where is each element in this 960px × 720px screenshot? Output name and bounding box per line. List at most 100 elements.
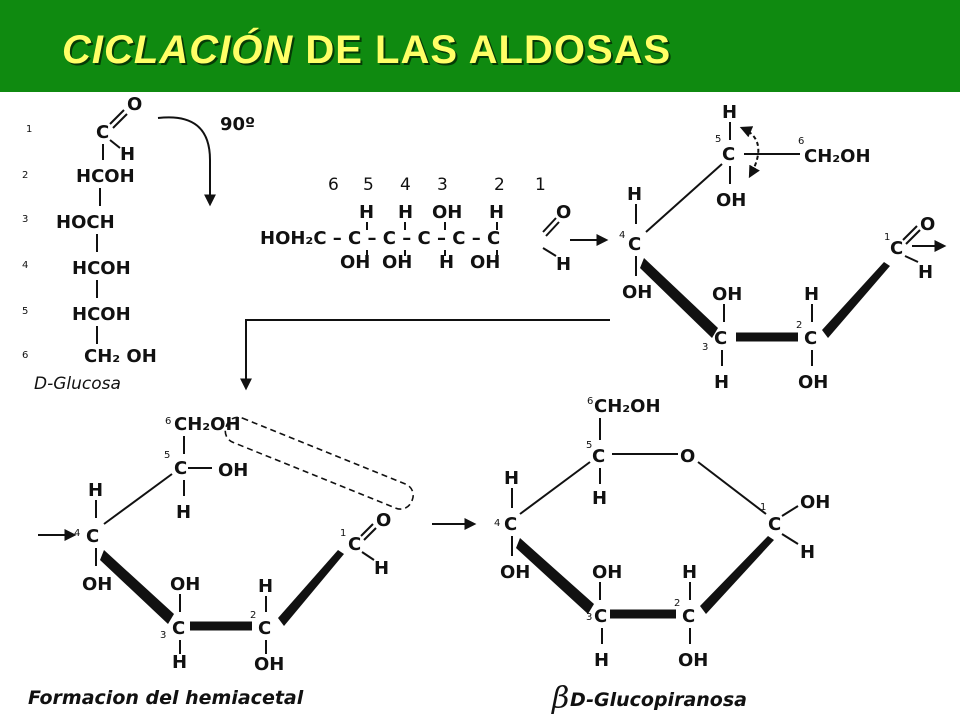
pyr-c4-h: H (504, 468, 519, 489)
chain-c3-bottom: H (439, 252, 454, 273)
fischer-c1-oxygen: O (127, 94, 142, 115)
fischer-c2-group: HCOH (76, 166, 135, 187)
hemi-c2-carbon: C (258, 618, 271, 639)
fischer-projection: 1 2 3 4 5 6 C O H HCOH HOCH HCOH HCOH CH… (22, 94, 255, 394)
pyr-c3-carbon: C (594, 606, 607, 627)
pyr-c5-h: H (592, 488, 607, 509)
fischer-c1-carbon: C (96, 122, 109, 143)
chain-c4-top: H (398, 202, 413, 223)
svg-text:3: 3 (586, 612, 592, 623)
chain-backbone: HOH₂C – C – C – C – C – C (260, 228, 500, 249)
fischer-number-3: 3 (22, 214, 28, 225)
fischer-c6-group: CH₂ OH (84, 346, 157, 367)
svg-text:6: 6 (798, 136, 804, 147)
open-c2-h: H (804, 284, 819, 305)
cyclization-diagram: 1 2 3 4 5 6 C O H HCOH HOCH HCOH HCOH CH… (22, 94, 947, 716)
fischer-c1-hydrogen: H (120, 144, 135, 165)
chain-c2-bottom: OH (470, 252, 500, 273)
hemi-c5-h: H (176, 502, 191, 523)
hemi-c2-h: H (258, 576, 273, 597)
chain-c1-bottom: H (556, 254, 571, 275)
pyr-c6-group: CH₂OH (594, 396, 661, 417)
pyranose-caption: D-Glucopiranosa (570, 689, 747, 711)
chain-c3-top: OH (432, 202, 462, 223)
svg-text:5: 5 (715, 134, 721, 145)
svg-text:3: 3 (160, 630, 166, 641)
svg-text:3: 3 (702, 342, 708, 353)
chain-number-1: 1 (535, 175, 546, 195)
chain-number-6: 6 (328, 175, 339, 195)
svg-text:5: 5 (586, 440, 592, 451)
pyr-c3-h: H (594, 650, 609, 671)
reaction-dashed-outline (224, 416, 415, 510)
pyranose-caption-beta: β (551, 681, 569, 716)
connector-arrow (240, 319, 610, 391)
hemi-c5-oh: OH (218, 460, 248, 481)
hemi-c3-oh: OH (170, 574, 200, 595)
open-c4-carbon: C (628, 234, 641, 255)
svg-text:4: 4 (74, 528, 80, 539)
hemiacetal-structure: 6 CH₂OH 5 C OH H H 4 C OH OH 3 C H H 2 C… (28, 414, 415, 709)
open-ring: H 5 C OH 6 CH₂OH H 4 C OH OH 3 C H H 2 C… (619, 102, 947, 393)
hemi-c6-group: CH₂OH (174, 414, 241, 435)
chain-c2-top: H (489, 202, 504, 223)
chain-number-3: 3 (437, 175, 448, 195)
hemi-c1-oxygen: O (376, 510, 391, 531)
open-c4-h: H (627, 184, 642, 205)
chain-number-2: 2 (494, 175, 505, 195)
fischer-c3-group: HOCH (56, 212, 115, 233)
open-c4-oh: OH (622, 282, 652, 303)
chain-c5-bottom: OH (340, 252, 370, 273)
hemiacetal-caption: Formacion del hemiacetal (28, 687, 304, 709)
svg-text:1: 1 (760, 502, 766, 513)
pyr-ring-oxygen: O (680, 446, 695, 467)
svg-text:6: 6 (165, 416, 171, 427)
pyr-wedge-c4-c3 (516, 538, 594, 614)
pyr-c2-carbon: C (682, 606, 695, 627)
pyr-c2-oh: OH (678, 650, 708, 671)
pyr-c4-carbon: C (504, 514, 517, 535)
hemi-c1-h: H (374, 558, 389, 579)
fischer-number-6: 6 (22, 350, 28, 361)
svg-text:6: 6 (587, 396, 593, 407)
pyr-c4-oh: OH (500, 562, 530, 583)
svg-text:4: 4 (494, 518, 500, 529)
chain-c5-top: H (359, 202, 374, 223)
open-c2-carbon: C (804, 328, 817, 349)
fischer-caption: D-Glucosa (34, 374, 121, 394)
hemi-c3-carbon: C (172, 618, 185, 639)
pyr-c3-oh: OH (592, 562, 622, 583)
fischer-number-1: 1 (26, 124, 32, 135)
rotation-label: 90º (220, 114, 255, 135)
svg-text:5: 5 (164, 450, 170, 461)
hemi-wedge-c4-c3 (100, 550, 174, 624)
slide-title: CICLACIÓN DE LAS ALDOSAS (62, 28, 671, 73)
pyr-c1-carbon: C (768, 514, 781, 535)
title-italic-part: CICLACIÓN (62, 28, 294, 72)
open-c2-oh: OH (798, 372, 828, 393)
open-c3-h: H (714, 372, 729, 393)
open-c5-carbon: C (722, 144, 735, 165)
hemi-c4-h: H (88, 480, 103, 501)
open-c3-carbon: C (714, 328, 727, 349)
open-c1-oxygen: O (920, 214, 935, 235)
svg-text:1: 1 (340, 528, 346, 539)
fischer-c4-group: HCOH (72, 258, 131, 279)
pyr-c1-oh: OH (800, 492, 830, 513)
svg-text:2: 2 (250, 610, 256, 621)
fischer-c5-group: HCOH (72, 304, 131, 325)
hemi-c5-carbon: C (174, 458, 187, 479)
open-c3-oh: OH (712, 284, 742, 305)
fischer-number-2: 2 (22, 170, 28, 181)
open-c6-group: CH₂OH (804, 146, 871, 167)
pyr-c5-carbon: C (592, 446, 605, 467)
open-c5-h: H (722, 102, 737, 123)
rotation-hint-arrow (739, 126, 760, 179)
fischer-number-4: 4 (22, 260, 28, 271)
pyr-c1-h: H (800, 542, 815, 563)
title-rest-part: DE LAS ALDOSAS (293, 28, 672, 72)
open-wedge-c2-c1 (822, 262, 890, 338)
chain-carbonyl-oxygen: O (556, 202, 571, 223)
chain-c4-bottom: OH (382, 252, 412, 273)
rotation-arrow (157, 116, 216, 207)
